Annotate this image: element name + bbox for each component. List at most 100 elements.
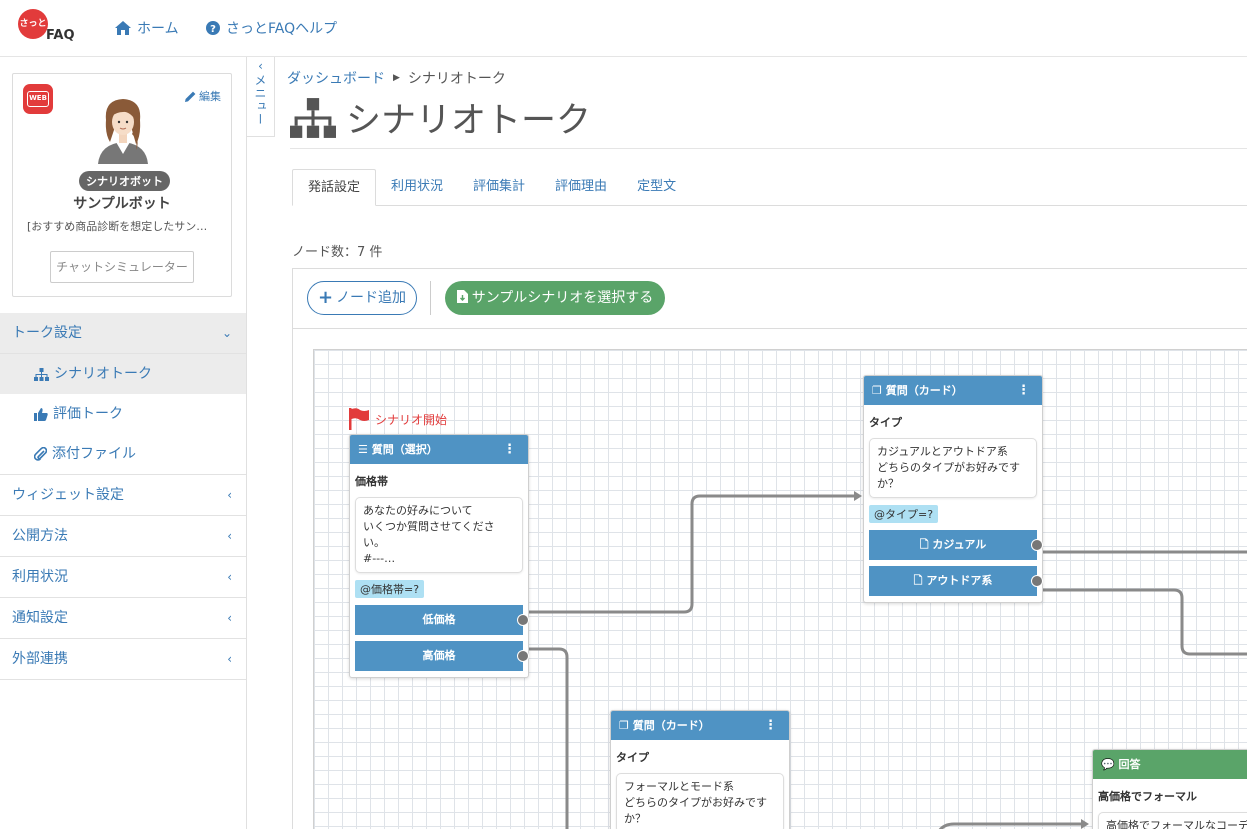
bot-type-badge: シナリオボット	[79, 171, 170, 191]
connector-to-answer	[938, 822, 1081, 829]
node-type-question[interactable]: ❐ 質問（カード） ⋮ タイプ フォーマルとモード系 どちらのタイプがお好みです…	[610, 710, 790, 829]
cards-icon: ❐	[619, 719, 629, 732]
node-answer[interactable]: 💬 回答 高価格でフォーマル 高価格でフォーマルなコーデ	[1092, 749, 1247, 829]
nav-home-label: ホーム	[137, 21, 179, 37]
scenario-start-label: シナリオ開始	[375, 412, 448, 427]
arrow-head	[1081, 819, 1089, 829]
node-option[interactable]: 低価格	[355, 605, 529, 635]
edit-bot-label: 編集	[199, 90, 221, 103]
node-header[interactable]: ❐ 質問（カード） ⋮	[864, 376, 1042, 405]
sidebar-item-talk-settings[interactable]: トーク設定 ⌄	[0, 313, 246, 354]
menu-toggle-tab[interactable]: ‹ メニュー	[247, 57, 275, 137]
node-card-option[interactable]: 🗋 カジュアル	[869, 530, 1043, 560]
talk-settings-submenu: シナリオトーク 評価トーク 添付ファイル	[0, 354, 246, 475]
connector-high-price	[526, 647, 569, 829]
node-message: カジュアルとアウトドア系 どちらのタイプがお好みです か？	[869, 438, 1037, 498]
output-port[interactable]	[1031, 539, 1043, 551]
chevron-left-icon: ‹	[227, 529, 232, 543]
select-sample-label: サンプルシナリオを選択する	[471, 290, 654, 306]
breadcrumb-dashboard[interactable]: ダッシュボード	[287, 71, 385, 87]
sidebar: WEB 編集 シナリオボット サンプルボット [おすすめ商品診断を想定したサン……	[0, 57, 247, 829]
sidebar-item-label: 外部連携	[12, 651, 68, 667]
node-message: あなたの好みについて いくつか質問させてください。 #---…	[355, 497, 523, 573]
node-option-label: カジュアル	[932, 538, 987, 551]
chevron-left-icon: ‹	[227, 611, 232, 625]
sidebar-item-widget-settings[interactable]: ウィジェット設定 ‹	[0, 475, 246, 516]
node-count: ノード数：7 件	[292, 245, 383, 260]
node-variable: @価格帯=?	[355, 580, 425, 598]
node-option-label: アウトドア系	[926, 574, 993, 587]
node-type-question[interactable]: ❐ 質問（カード） ⋮ タイプ カジュアルとアウトドア系 どちらのタイプがお好み…	[863, 375, 1043, 603]
kebab-menu-icon[interactable]: ⋮	[764, 718, 777, 733]
chevron-left-icon: ‹	[258, 59, 263, 73]
svg-text:?: ?	[210, 24, 216, 35]
breadcrumb: ダッシュボード ▶ シナリオトーク	[287, 68, 506, 88]
nav-home[interactable]: ホーム	[115, 18, 179, 38]
add-node-label: ノード追加	[336, 290, 407, 306]
scenario-editor: +ノード追加 サンプルシナリオを選択する シナリオ開始 ☰ 質	[292, 268, 1247, 829]
bot-profile-card: WEB 編集 シナリオボット サンプルボット [おすすめ商品診断を想定したサン……	[12, 73, 232, 297]
nav-help-label: さっとFAQヘルプ	[226, 21, 338, 37]
tab-rating-summary[interactable]: 評価集計	[473, 179, 526, 194]
node-header[interactable]: ☰ 質問（選択） ⋮	[350, 435, 528, 464]
app-logo[interactable]: さっと FAQ	[18, 9, 82, 47]
help-circle-icon: ?	[206, 21, 220, 35]
node-variable: @タイプ=?	[869, 505, 939, 523]
kebab-menu-icon[interactable]: ⋮	[503, 442, 516, 457]
edit-bot-link[interactable]: 編集	[185, 88, 221, 104]
sidebar-item-integrations[interactable]: 外部連携 ‹	[0, 639, 246, 680]
home-icon	[115, 21, 131, 35]
connection-lines	[526, 491, 1247, 829]
sidebar-item-usage[interactable]: 利用状況 ‹	[0, 557, 246, 598]
file-icon: 🗋	[919, 538, 929, 551]
node-type-label: 回答	[1118, 758, 1141, 771]
sidebar-item-scenario-talk[interactable]: シナリオトーク	[0, 354, 246, 394]
sidebar-item-label: ウィジェット設定	[12, 487, 124, 503]
title-divider	[290, 148, 1247, 149]
output-port[interactable]	[517, 614, 529, 626]
flag-icon	[349, 408, 369, 430]
pencil-icon	[185, 91, 196, 102]
sidebar-menu: トーク設定 ⌄ シナリオトーク 評価トーク 添付ファイル ウィジェット設定 ‹ …	[0, 313, 246, 680]
arrow-head	[854, 491, 862, 501]
sidebar-item-publish[interactable]: 公開方法 ‹	[0, 516, 246, 557]
node-card-option[interactable]: 🗋 アウトドア系	[869, 566, 1043, 596]
node-option[interactable]: 高価格	[355, 641, 529, 671]
connector-outdoor	[1040, 588, 1247, 656]
scenario-start-marker: シナリオ開始	[349, 408, 447, 430]
output-port[interactable]	[1031, 575, 1043, 587]
chevron-left-icon: ‹	[227, 488, 232, 502]
node-canvas[interactable]: シナリオ開始 ☰ 質問（選択） ⋮ 価格帯 あなたの好みについて いくつか質問さ…	[313, 349, 1247, 829]
logo-mark: さっと	[18, 9, 48, 39]
tab-usage[interactable]: 利用状況	[391, 179, 444, 194]
bot-name: サンプルボット	[73, 196, 171, 212]
tab-bar: 発話設定 利用状況 評価集計 評価理由 定型文	[292, 169, 1247, 206]
thumbs-up-icon	[34, 407, 48, 421]
menu-toggle-label: メニュー	[253, 74, 267, 126]
node-header[interactable]: ❐ 質問（カード） ⋮	[611, 711, 789, 740]
tab-rating-reasons[interactable]: 評価理由	[555, 179, 608, 194]
sidebar-item-label: トーク設定	[12, 325, 82, 341]
sidebar-item-label: 添付ファイル	[52, 446, 136, 462]
tab-utterance-settings[interactable]: 発話設定	[292, 169, 377, 206]
sidebar-item-notifications[interactable]: 通知設定 ‹	[0, 598, 246, 639]
sidebar-item-rating-talk[interactable]: 評価トーク	[0, 394, 246, 434]
tab-templates[interactable]: 定型文	[637, 179, 677, 194]
list-icon: ☰	[358, 443, 368, 456]
toolbar-divider	[430, 281, 431, 315]
kebab-menu-icon[interactable]: ⋮	[1017, 383, 1030, 398]
chevron-left-icon: ‹	[227, 652, 232, 666]
output-port[interactable]	[517, 650, 529, 662]
node-price-question[interactable]: ☰ 質問（選択） ⋮ 価格帯 あなたの好みについて いくつか質問させてください。…	[349, 434, 529, 678]
bot-avatar	[98, 99, 148, 164]
page-title: シナリオトーク	[290, 92, 591, 143]
node-header[interactable]: 💬 回答	[1093, 750, 1247, 779]
add-node-button[interactable]: +ノード追加	[307, 281, 417, 315]
chat-simulator-button[interactable]: チャットシミュレーター	[50, 251, 194, 283]
nav-help[interactable]: ? さっとFAQヘルプ	[206, 18, 337, 38]
page-title-text: シナリオトーク	[346, 101, 592, 141]
node-option-label: 低価格	[422, 613, 456, 626]
sidebar-item-label: 通知設定	[12, 610, 68, 626]
sidebar-item-attachments[interactable]: 添付ファイル	[0, 434, 246, 474]
select-sample-scenario-button[interactable]: サンプルシナリオを選択する	[445, 281, 665, 315]
